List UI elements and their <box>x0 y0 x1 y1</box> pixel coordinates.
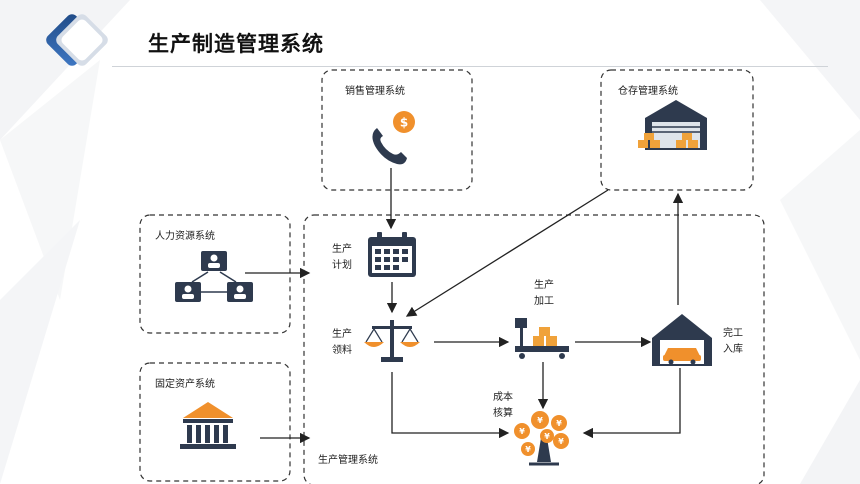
phone-dollar-icon: $ <box>372 111 415 165</box>
scale-with-boxes-icon <box>515 318 569 359</box>
hr-system-box <box>139 214 291 334</box>
svg-text:¥: ¥ <box>537 416 543 425</box>
fixed-assets-system-label: 固定资产系统 <box>155 379 215 390</box>
warehouse-icon <box>638 100 707 150</box>
garage-car-icon <box>652 314 712 366</box>
svg-text:¥: ¥ <box>558 437 564 446</box>
bank-building-icon <box>180 402 236 449</box>
production-system-label: 生产管理系统 <box>318 455 378 466</box>
balance-scale-icon <box>364 320 420 362</box>
calendar-icon <box>368 232 416 277</box>
network-users-icon <box>175 251 253 302</box>
cost-step-label: 成本核算 <box>493 392 513 419</box>
finish-step-label: 完工入库 <box>723 328 743 355</box>
logo-diamond-icon <box>46 14 108 66</box>
arrow-warehouse-to-pick <box>405 189 609 317</box>
svg-text:¥: ¥ <box>525 445 531 454</box>
process-step-label: 生产加工 <box>534 280 554 307</box>
page-title: 生产制造管理系统 <box>148 32 324 56</box>
svg-text:¥: ¥ <box>544 432 550 441</box>
plan-step-label: 生产计划 <box>332 244 352 271</box>
sales-system-label: 销售管理系统 <box>345 86 405 97</box>
sales-system-box <box>321 69 473 191</box>
title-divider <box>112 66 828 67</box>
hr-system-label: 人力资源系统 <box>155 231 215 242</box>
pick-step-label: 生产领料 <box>332 329 352 356</box>
arrow-finish-to-cost <box>582 368 681 439</box>
warehouse-system-box <box>600 69 754 191</box>
warehouse-system-label: 仓存管理系统 <box>618 86 678 97</box>
arrow-pick-to-cost <box>391 372 510 439</box>
fixed-assets-system-box <box>139 362 291 482</box>
production-system-box <box>303 214 765 484</box>
svg-text:¥: ¥ <box>556 419 562 428</box>
svg-text:¥: ¥ <box>519 427 525 436</box>
money-tree-icon: ¥¥¥ ¥¥¥ <box>514 411 569 466</box>
svg-text:$: $ <box>400 116 408 130</box>
